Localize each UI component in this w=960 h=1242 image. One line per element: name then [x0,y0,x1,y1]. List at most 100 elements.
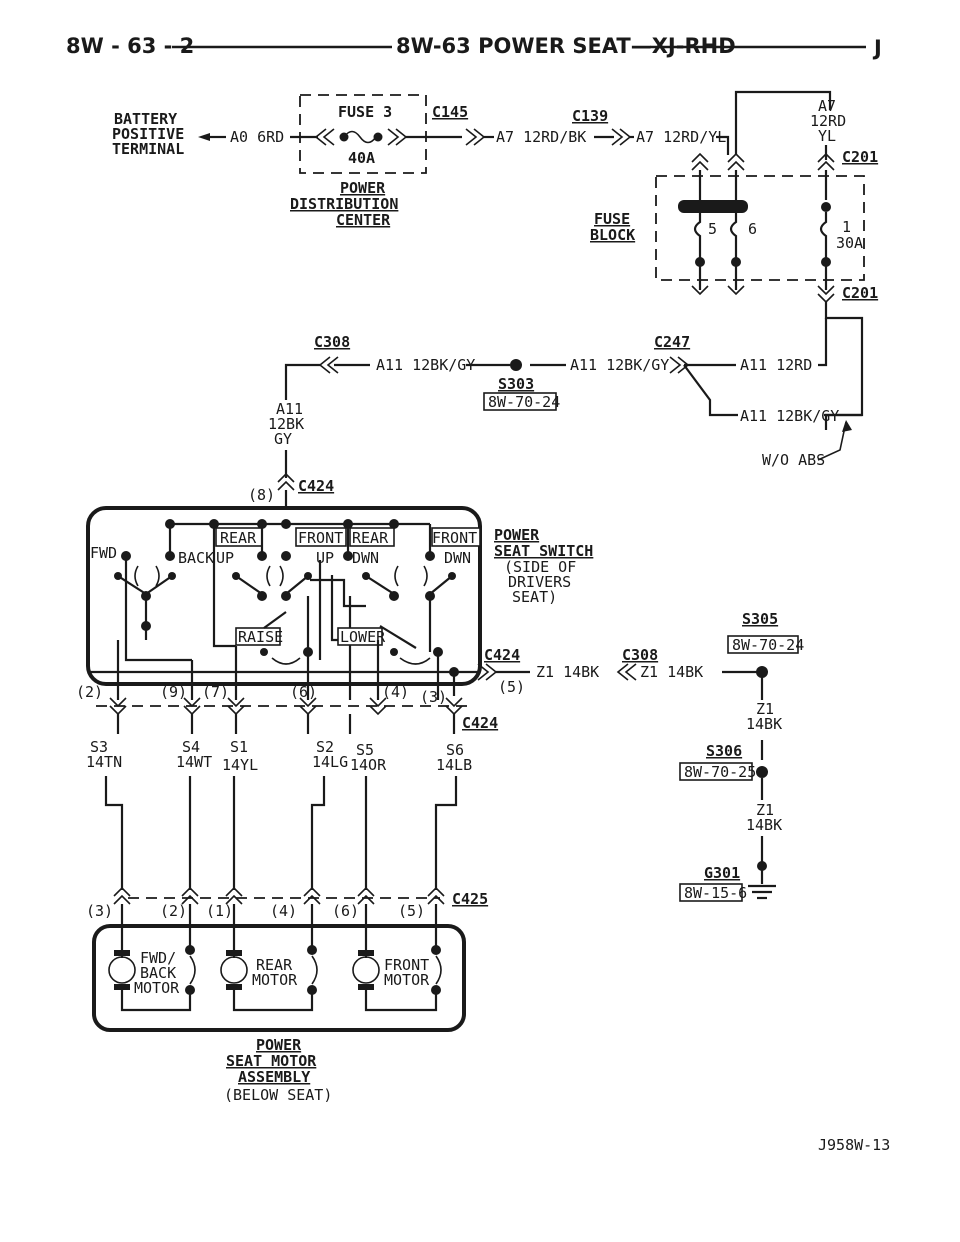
connector-symbol-icon [314,128,335,146]
a7-circuit: A7 12RD/BK C139 A7 12RD/YL [484,107,730,155]
connector-c424-mid: C424 [484,646,520,664]
wire-z1-label-2: Z1 14BK [640,663,703,681]
splice-s305-label: S305 [742,610,778,628]
a7-vertical-line2: 12RD [810,112,846,130]
switch-name-line1: POWER [494,526,540,544]
ground-g301-label: G301 [704,864,740,882]
switch-rear-dwn-label1: REAR [352,529,389,547]
fuse-1-icon [819,212,828,260]
switch-rear-up-label1: REAR [220,529,257,547]
motor1-label-line2: BACK [140,964,176,982]
fuse-1-rating: 30A [836,234,863,252]
pin-4-label: (4) [382,683,409,701]
fuse-block-label-line2: BLOCK [590,226,635,244]
connector-c424-top: C424 [298,477,334,495]
wire-s5-label: S5 [356,741,374,759]
wire-s1-label: S1 [230,738,248,756]
wire-s4-label: S4 [182,738,200,756]
wire-s4-color: 14WT [176,753,212,771]
fuse-block-bus-bar [678,200,748,213]
splice-s305-ref: 8W-70-24 [732,636,804,654]
pin-3-label: (3) [420,688,447,706]
ground-circuit: S306 8W-70-25 Z1 14BK G301 8W-15-6 [679,740,782,902]
splice-s306-label: S306 [706,742,742,760]
switch-name-line2: SEAT SWITCH [494,542,593,560]
connector-c247: C247 [654,333,690,351]
connector-c139: C139 [572,107,608,125]
pdc-name-line2: DISTRIBUTION [290,195,398,213]
switch-back-label: BACK [178,549,214,567]
power-seat-motor-assembly: (3) (2) (1) (4) (6) (5) C425 FWD/ BACK M… [86,886,488,1104]
battery-label-line3: TERMINAL [112,140,184,158]
a11-vertical-line2: 12BK [268,415,304,433]
battery-terminal: BATTERY POSITIVE TERMINAL A0 6RD [112,110,284,158]
wire-a7-bk-label: A7 12RD/BK [496,128,586,146]
power-distribution-center: FUSE 3 40A C145 POWER DISTRIBUTION CENTE… [290,94,486,229]
fuse-symbol-icon [343,130,377,144]
splice-s303-ref: 8W-70-24 [488,393,560,411]
battery-label-line2: POSITIVE [112,125,184,143]
battery-label-line1: BATTERY [114,110,177,128]
motor-pin-6-label: (6) [332,902,359,920]
motor-assembly-name-line3: ASSEMBLY [238,1068,310,1086]
wire-s5-color: 14OR [350,756,387,774]
motor3-label-line1: FRONT [384,956,429,974]
switch-front-up-label2: UP [316,549,334,567]
fuse-5-label: 5 [708,220,717,238]
front-motor-icon [352,956,380,984]
switch-note-line1: (SIDE OF [504,558,576,576]
z1-vertical-2a: Z1 [756,801,774,819]
connector-c201-symbol-icon [817,152,835,171]
splice-s306-ref: 8W-70-25 [684,763,756,781]
wire-a7-yl-label: A7 12RD/YL [636,128,726,146]
a11-circuit: A11 12RD C247 A11 12BK/GY A11 12BK/GY W/… [248,302,864,508]
wo-abs-arrow-icon [842,420,852,432]
switch-front-up-label1: FRONT [298,529,343,547]
motor-assembly-note: (BELOW SEAT) [224,1086,332,1104]
motor-pin-4-label: (4) [270,902,297,920]
fwd-back-motor: FWD/ BACK MOTOR [108,945,196,1012]
a7-vertical-line1: A7 [818,97,836,115]
connector-c308-mid: C308 [622,646,658,664]
connector-c201-bottom: C201 [842,284,878,302]
z1-vertical-1a: Z1 [756,700,774,718]
motor2-label-line1: REAR [256,956,293,974]
pin-5-label: (5) [498,678,525,696]
wire-s6-color: 14LB [436,756,472,774]
motor-pin-1-label: (1) [206,902,233,920]
ground-g301-ref: 8W-15-6 [684,884,747,902]
wire-s2-label: S2 [316,738,334,756]
wire-s6-label: S6 [446,741,464,759]
motor-assembly-name-line2: SEAT MOTOR [226,1052,317,1070]
power-seat-switch: FWD BACK REAR UP FRONT UP REAR DWN FRONT… [86,506,593,700]
connector-c308-top: C308 [314,333,350,351]
ground-icon [748,884,776,900]
a7-right-feed: A7 12RD YL C201 [691,90,878,171]
front-motor: FRONT MOTOR [352,945,442,1012]
wire-s1-color: 14YL [222,756,258,774]
connector-c308-mid-symbol-icon [616,663,637,681]
page-header: 8W - 63 - 2 8W-63 POWER SEAT—XJ-RHD J [66,34,882,60]
fuse-1-label: 1 [842,218,851,236]
switch-front-dwn-label2: DWN [444,549,471,567]
pdc-fuse-rating: 40A [348,149,375,167]
switch-note-line3: SEAT) [512,588,557,606]
fwd-back-motor-icon [108,956,136,984]
figure-id: J958W-13 [818,1136,890,1154]
connector-c139-symbol-icon [611,128,632,146]
splice-s306-dot [756,766,768,778]
pin-7-label: (7) [202,683,229,701]
fuse-block: FUSE BLOCK 5 6 1 30A C201 [590,170,878,304]
splice-s303-dot [510,359,522,371]
z1-vertical-2b: 14BK [746,816,782,834]
motor3-label-line2: MOTOR [384,971,430,989]
connector-c247-symbol-icon [669,356,690,374]
section-letter: J [872,36,882,60]
fuse-5-icon [693,213,702,260]
connector-c424-top-symbol-icon [277,472,295,491]
switch-rear-dwn-label2: DWN [352,549,379,567]
motor1-label-line1: FWD/ [140,949,176,967]
fuse-block-label-line1: FUSE [594,210,630,228]
motor2-label-line2: MOTOR [252,971,298,989]
